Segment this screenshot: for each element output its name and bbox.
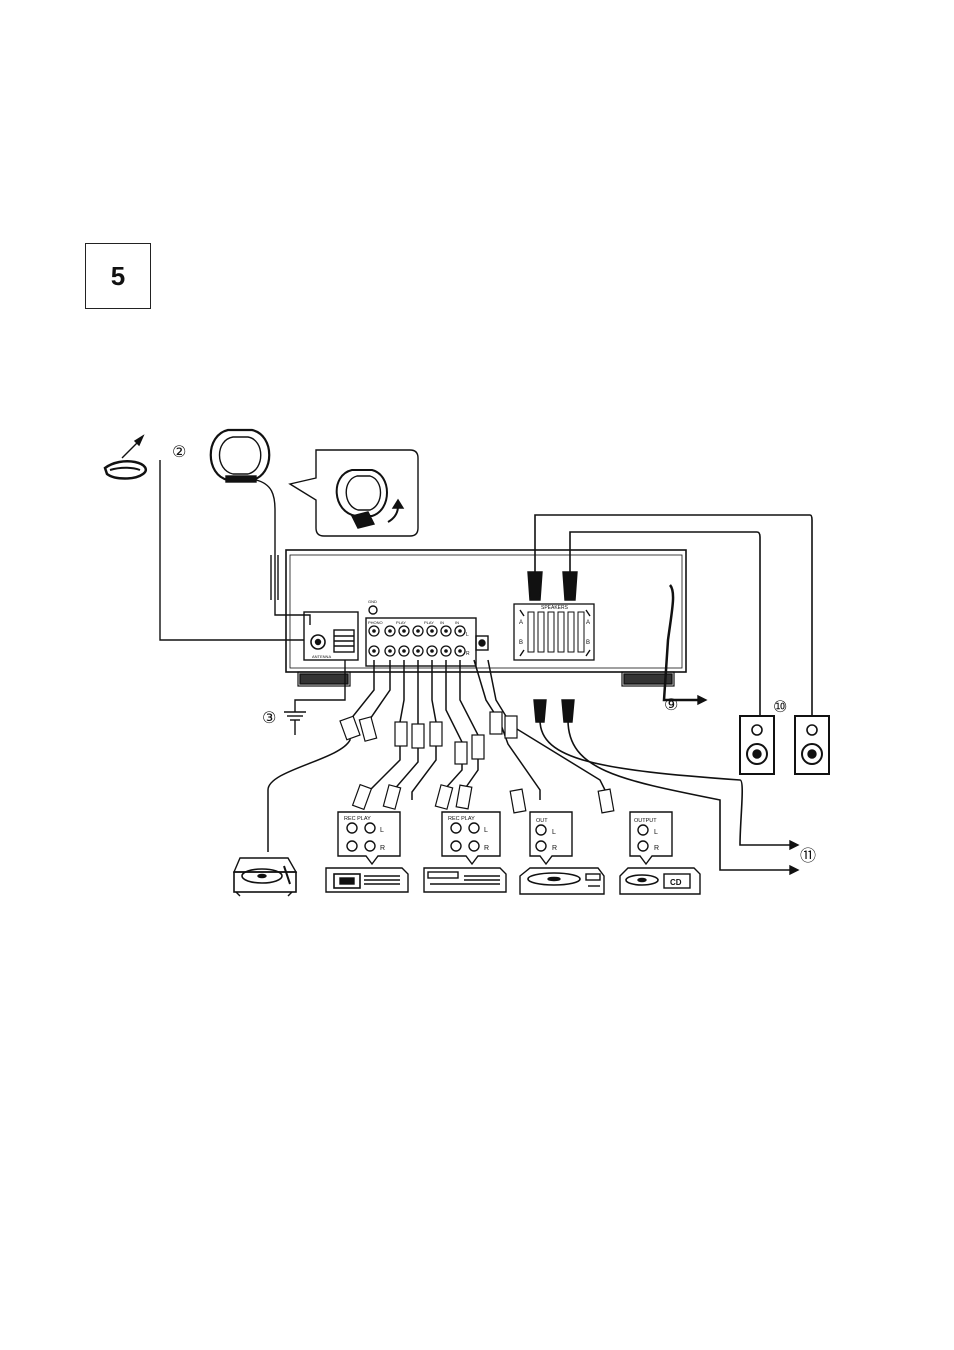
cd-player-icon — [620, 868, 700, 894]
loop-antenna-stand-icon — [337, 470, 403, 528]
tape-l-label: L — [380, 827, 384, 834]
jack-r-label: R — [466, 651, 470, 657]
ld-r-label: R — [552, 845, 557, 852]
speaker-icon — [740, 716, 774, 774]
speakers-panel-title: SPEAKERS — [541, 605, 569, 611]
vcr-r-label: R — [484, 845, 489, 852]
cd-l-label: L — [654, 829, 658, 836]
in-label-2: IN — [455, 620, 459, 625]
tape-jack-label: REC PLAY — [344, 816, 371, 822]
phono-label: PHONO — [368, 620, 383, 625]
cd-jack-label: OUTPUT — [634, 818, 657, 824]
ld-jack-label: OUT — [536, 818, 548, 824]
vcr-jack-label: REC PLAY — [448, 816, 475, 822]
callout-11: ⑪ — [800, 846, 816, 865]
callout-2: ② — [172, 442, 186, 461]
tape-r-label: R — [380, 845, 385, 852]
callout-10: ⑩ — [773, 697, 787, 716]
ground-icon — [284, 712, 306, 735]
vcr-icon — [424, 868, 506, 892]
speaker-icon — [795, 716, 829, 774]
ld-l-label: L — [552, 829, 556, 836]
turntable-icon — [234, 858, 296, 896]
speakers-a-label-right: A — [586, 620, 590, 626]
antenna-label: ANTENNA — [312, 654, 331, 659]
speakers-b-label: B — [519, 640, 523, 646]
callout-9: ⑨ — [664, 695, 678, 714]
laserdisc-player-icon — [520, 868, 604, 894]
play-label-1: PLAY — [396, 620, 406, 625]
receiver-rear-panel — [286, 550, 686, 686]
callout-3: ③ — [262, 708, 276, 727]
cd-badge: CD — [670, 878, 682, 887]
speakers-b-label-right: B — [586, 640, 590, 646]
jack-l-label: L — [466, 632, 469, 638]
fm-antenna-icon — [105, 436, 146, 479]
cd-r-label: R — [654, 845, 659, 852]
loop-antenna-icon — [211, 430, 270, 482]
speakers-a-label: A — [519, 620, 523, 626]
in-label-1: IN — [440, 620, 444, 625]
vcr-l-label: L — [484, 827, 488, 834]
gnd-label: GND — [368, 599, 377, 604]
tape-deck-icon — [326, 868, 408, 892]
play-label-2: PLAY — [424, 620, 434, 625]
